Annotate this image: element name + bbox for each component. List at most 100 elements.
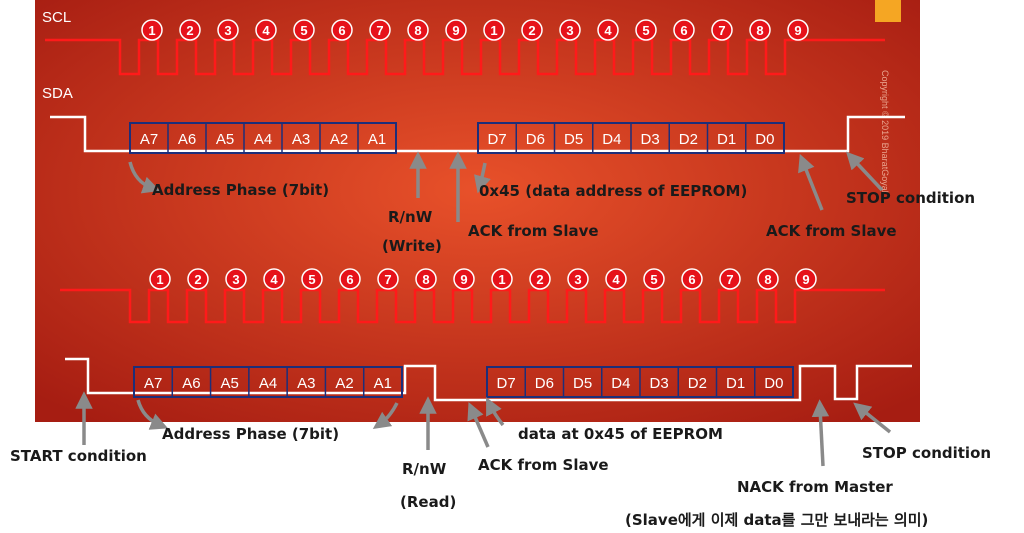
clock-write-number: 5 — [300, 23, 307, 38]
arrow-stop-write — [846, 151, 884, 192]
write-address-bit-label: A5 — [216, 131, 234, 148]
clock-read-badge — [453, 268, 475, 290]
clock-read-number: 8 — [764, 272, 771, 287]
clock-read-badge — [415, 268, 437, 290]
clock-read-number: 3 — [574, 272, 581, 287]
stop-condition-label-read: STOP condition — [862, 444, 991, 462]
waveform-layer — [45, 38, 912, 402]
write-data-bit-label: D7 — [488, 131, 507, 148]
clock-read-number: 2 — [536, 272, 543, 287]
clock-write-badge — [369, 19, 391, 41]
clock-read-badge — [263, 268, 285, 290]
read-address-box — [133, 366, 403, 398]
clock-read-number: 9 — [460, 272, 467, 287]
clock-write-number: 8 — [756, 23, 763, 38]
write-data-bit-label: D3 — [641, 131, 660, 148]
clock-read-badge — [757, 268, 779, 290]
clock-read-badge — [529, 268, 551, 290]
read-address-bit-label: A1 — [374, 375, 392, 392]
annotation-layer: Address Phase (7bit) R/nW (Write) ACK fr… — [10, 181, 991, 529]
read-address-bit-label: A2 — [335, 375, 353, 392]
sda-label: SDA — [42, 85, 73, 102]
write-address-bit-label: A1 — [368, 131, 386, 148]
stop-condition-label-write: STOP condition — [846, 189, 975, 207]
arrow-data-address — [473, 162, 491, 194]
ack-from-slave-label-1: ACK from Slave — [468, 222, 599, 240]
write-address-box — [129, 122, 397, 154]
arrow-address-phase-write — [128, 161, 161, 194]
scl-waveform-read — [60, 288, 885, 324]
clock-read-number: 7 — [384, 272, 391, 287]
read-data-bit-label: D3 — [650, 375, 669, 392]
clock-read-badge — [377, 268, 399, 290]
clock-read-number: 2 — [194, 272, 201, 287]
clock-read-number: 3 — [232, 272, 239, 287]
clock-write-number: 2 — [528, 23, 535, 38]
start-condition-label: START condition — [10, 447, 147, 465]
read-data-bit-label: D1 — [726, 375, 745, 392]
read-address-bit-label: A7 — [144, 375, 162, 392]
write-address-bit-label: A7 — [140, 131, 158, 148]
diagram-panel — [35, 0, 920, 422]
clock-read-number: 8 — [422, 272, 429, 287]
ack-from-slave-label-read: ACK from Slave — [478, 456, 609, 474]
clock-write-number: 1 — [490, 23, 497, 38]
arrow-ack-slave-read — [467, 401, 490, 448]
rw-value-write: (Write) — [382, 237, 442, 255]
sda-waveform-write — [50, 115, 905, 153]
data-address-label: 0x45 (data address of EEPROM) — [479, 182, 747, 200]
clock-read-badge — [795, 268, 817, 290]
clock-read-number: 9 — [802, 272, 809, 287]
clock-read-badge — [719, 268, 741, 290]
clock-write-number: 3 — [566, 23, 573, 38]
read-data-bit-label: D6 — [535, 375, 554, 392]
clock-write-number: 6 — [680, 23, 687, 38]
clock-read-badge — [681, 268, 703, 290]
read-data-bit-label: D7 — [497, 375, 516, 392]
rw-label-read: R/nW — [402, 460, 447, 478]
read-address-bit-label: A5 — [221, 375, 239, 392]
read-data-bit-label: D4 — [611, 375, 630, 392]
clock-write-badge — [559, 19, 581, 41]
read-data-bit-label: D2 — [688, 375, 707, 392]
corner-square — [875, 0, 901, 22]
write-data-bit-label: D1 — [717, 131, 736, 148]
clock-write-badge — [635, 19, 657, 41]
clock-write-badge — [141, 19, 163, 41]
write-data-bit-label: D0 — [755, 131, 774, 148]
data-at-label: data at 0x45 of EEPROM — [518, 425, 723, 443]
clock-read-number: 6 — [346, 272, 353, 287]
arrow-ack-slave-2 — [798, 153, 824, 211]
scl-label: SCL — [42, 9, 71, 26]
write-data-bit-label: D4 — [602, 131, 621, 148]
clock-read-number: 5 — [308, 272, 315, 287]
nack-from-master-label: NACK from Master — [737, 478, 893, 496]
clock-read-number: 6 — [688, 272, 695, 287]
rw-value-read: (Read) — [400, 493, 456, 511]
write-address-bit-label: A6 — [178, 131, 196, 148]
clock-read-badge — [225, 268, 247, 290]
clock-write-number: 1 — [148, 23, 155, 38]
clock-write-number: 7 — [376, 23, 383, 38]
clock-write-badge — [217, 19, 239, 41]
write-address-bit-label: A3 — [292, 131, 310, 148]
rw-label-write: R/nW — [388, 208, 433, 226]
clock-read-badge — [605, 268, 627, 290]
arrow-address-phase-read — [136, 399, 169, 430]
sda-waveform-read — [65, 357, 912, 402]
ack-from-slave-label-2: ACK from Slave — [766, 222, 897, 240]
arrow-rw-read-left — [372, 402, 399, 430]
write-address-bit-label: A4 — [254, 131, 272, 148]
clock-read-badge — [567, 268, 589, 290]
clock-read-number: 1 — [156, 272, 163, 287]
clock-read-number: 1 — [498, 272, 505, 287]
clock-read-badge — [301, 268, 323, 290]
arrow-data-at — [486, 397, 505, 427]
clock-write-badge — [179, 19, 201, 41]
arrow-stop-read — [853, 402, 892, 434]
clock-write-badge — [407, 19, 429, 41]
write-data-bit-label: D2 — [679, 131, 698, 148]
clock-read-number: 4 — [612, 272, 620, 287]
